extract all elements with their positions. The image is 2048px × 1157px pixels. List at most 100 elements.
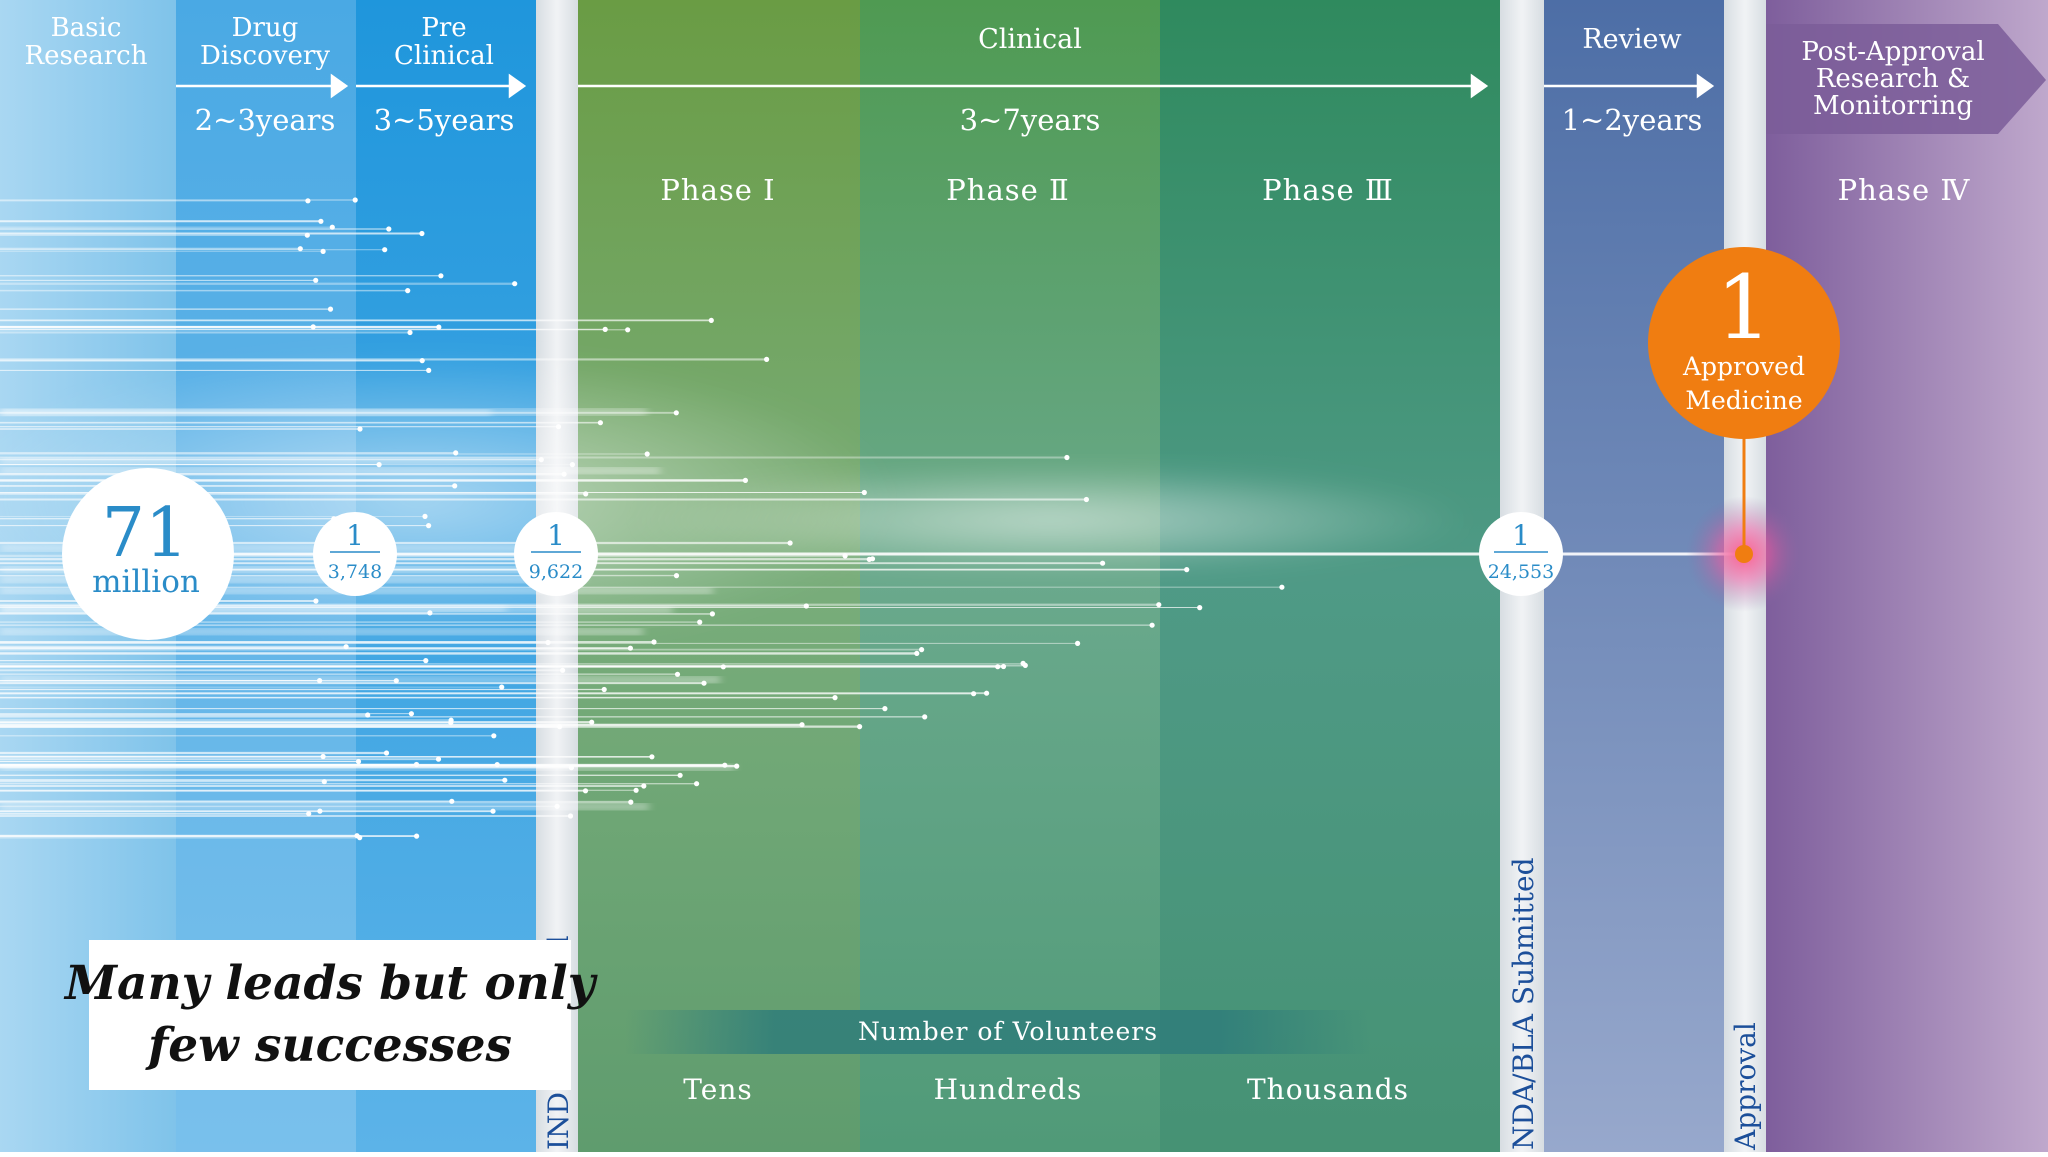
candidate-endpoint: [1149, 622, 1155, 628]
candidate-endpoint: [677, 772, 683, 778]
ind-ratio-denominator: 9,622: [529, 561, 583, 583]
candidate-endpoint: [674, 671, 681, 677]
candidate-endpoint: [305, 198, 311, 204]
label-phase2: Phase Ⅱ: [946, 173, 1069, 207]
duration-review: 1~2years: [1562, 103, 1703, 137]
candidate-endpoint: [502, 777, 508, 783]
candidate-endpoint: [644, 451, 650, 457]
volunteers-banner: [625, 1010, 1370, 1054]
candidate-glow-streak: [0, 457, 540, 464]
candidate-endpoint: [625, 327, 631, 333]
approved-label-line2: Medicine: [1685, 386, 1802, 415]
candidate-endpoint: [764, 356, 770, 362]
candidate-endpoint: [597, 420, 604, 426]
caption-box: Many leads but only few successes: [65, 940, 595, 1090]
candidate-glow-streak: [0, 676, 721, 683]
candidate-endpoint: [297, 246, 303, 252]
label-clinical: Clinical: [978, 24, 1082, 55]
caption-line1: Many leads but only: [65, 956, 596, 1011]
candidate-endpoint: [1083, 496, 1089, 503]
candidate-endpoint: [866, 556, 872, 563]
candidate-endpoint: [1100, 560, 1106, 566]
candidate-endpoint: [673, 410, 679, 416]
candidate-endpoint: [365, 712, 371, 718]
candidate-endpoint: [742, 477, 749, 483]
nda-ratio-denominator: 24,553: [1488, 561, 1554, 583]
approved-medicine-badge: [1648, 247, 1840, 439]
candidate-endpoint: [567, 813, 574, 819]
candidate-endpoint: [1184, 567, 1190, 573]
candidate-endpoint: [382, 247, 388, 253]
candidate-endpoint: [1279, 584, 1285, 590]
candidate-endpoint: [633, 787, 639, 793]
label-post-line1: Post-Approval: [1801, 37, 1984, 67]
count-start-value: 71: [102, 494, 189, 573]
candidate-endpoint: [601, 686, 607, 693]
candidate-endpoint: [697, 619, 703, 625]
candidate-endpoint: [499, 684, 505, 690]
candidate-endpoint: [313, 598, 319, 604]
post-approval-banner: [1766, 24, 2046, 134]
candidate-endpoint: [426, 523, 432, 529]
candidate-endpoint: [649, 754, 655, 760]
candidate-endpoint: [914, 650, 920, 657]
circle-nda-ratio: [1479, 512, 1563, 596]
candidate-endpoint: [310, 324, 316, 330]
label-phase1: Phase Ⅰ: [660, 173, 775, 207]
candidate-glow-streak: [0, 566, 536, 573]
candidate-endpoint: [984, 690, 990, 696]
candidate-endpoint: [1022, 662, 1028, 669]
candidate-endpoint: [306, 811, 312, 817]
candidate-endpoint: [354, 833, 360, 839]
candidate-endpoint: [452, 483, 458, 489]
label-preclinical-line1: Pre: [421, 13, 466, 43]
candidate-endpoint: [317, 808, 323, 814]
candidate-endpoint: [491, 733, 497, 739]
candidate-endpoint: [589, 719, 595, 725]
candidate-endpoint: [320, 248, 326, 254]
candidate-endpoint: [426, 367, 432, 373]
candidate-endpoint: [407, 329, 413, 336]
label-preclinical-line2: Clinical: [394, 41, 494, 71]
candidate-endpoint: [449, 798, 455, 804]
candidate-endpoint: [422, 513, 428, 520]
candidate-endpoint: [560, 667, 566, 673]
candidate-endpoint: [414, 833, 420, 839]
candidate-endpoint: [408, 711, 414, 717]
candidate-endpoint: [922, 714, 928, 720]
candidate-endpoint: [538, 457, 544, 463]
duration-preclinical: 3~5years: [374, 103, 515, 137]
candidate-endpoint: [857, 724, 863, 730]
candidate-endpoint: [919, 647, 925, 653]
approved-label-line1: Approved: [1682, 352, 1805, 381]
candidate-endpoint: [627, 645, 634, 651]
candidate-endpoint: [329, 224, 335, 230]
volunteers-phase3: Thousands: [1247, 1073, 1409, 1106]
label-discovery-line2: Discovery: [200, 41, 330, 71]
discovery-ratio-numerator: 1: [346, 519, 364, 552]
candidate-glow-streak: [0, 605, 507, 612]
circle-discovery-ratio: [313, 512, 397, 596]
candidate-endpoint: [318, 218, 324, 224]
candidate-endpoint: [383, 750, 390, 756]
candidate-endpoint: [436, 324, 442, 330]
circle-71-million: [62, 468, 234, 640]
candidate-endpoint: [545, 639, 551, 646]
candidate-endpoint: [694, 781, 700, 787]
candidate-endpoint: [1075, 640, 1081, 647]
candidate-endpoint: [787, 540, 793, 546]
candidate-endpoint: [555, 424, 562, 430]
candidate-glow-streak: [0, 467, 661, 474]
count-start-unit: million: [92, 564, 200, 600]
label-discovery-line1: Drug: [232, 13, 299, 43]
candidate-endpoint: [405, 288, 411, 294]
label-phase4: Phase Ⅳ: [1838, 173, 1971, 207]
candidate-glow-streak: [0, 409, 492, 416]
candidate-endpoint: [304, 232, 310, 238]
candidate-endpoint: [799, 722, 805, 728]
